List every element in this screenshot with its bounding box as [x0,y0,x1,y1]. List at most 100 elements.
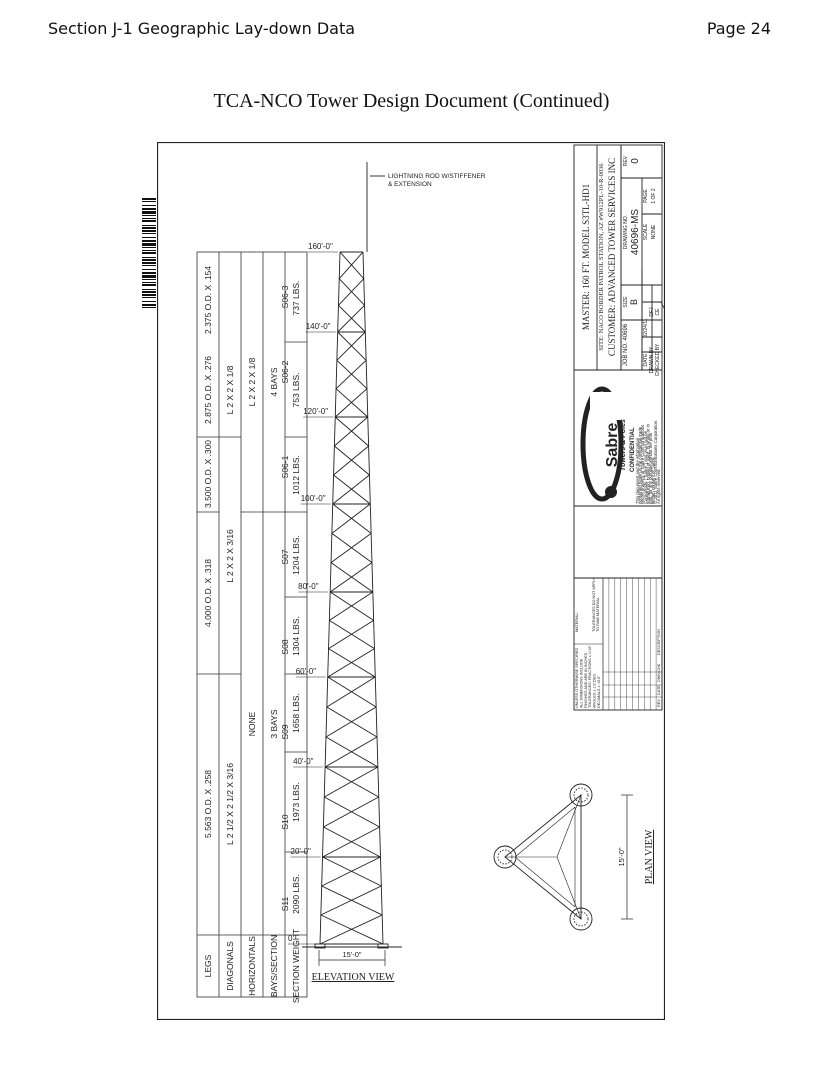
barcode-bar [142,307,156,308]
site-line: SITE: NACO BORDER PATROL STATION, AZ #W9… [598,163,605,351]
barcode-bar [142,291,156,293]
section-label: S06-1 [280,455,290,478]
title-block: MASTER: 160 FT. MODEL S3TL-HD1 SITE: NAC… [573,144,665,711]
barcode-bar [142,205,156,206]
logo-name: Sabre [604,423,621,468]
confidential-line: Corporation ("Sabre") and must not be [643,430,648,504]
weight-cell: 1304 LBS. [291,616,301,656]
checked-by-value: CE [655,308,661,316]
drawing-no: 40696-MS [630,209,641,255]
schedule-table: LEGS DIAGONALS HORIZONTALS BAYS/SECTION … [196,251,308,1003]
legs-cell: 4.000 O.D. X .318 [203,559,213,627]
tower-diagonal [334,445,370,476]
weight-cell: 1012 LBS. [291,455,301,495]
tower-diagonal [336,331,366,361]
rev-col: REV [657,699,661,707]
elevation-label: 140'-0" [306,322,331,331]
barcode-bar [142,240,156,242]
barcode-bar [142,259,156,261]
confidential-title: CONFIDENTIAL [630,427,636,472]
barcode-bar [142,218,156,219]
legs-cell: 2.375 O.D. X .154 [203,266,213,334]
weight-cell: 753 LBS. [291,373,301,408]
section-label: S06-3 [280,285,290,308]
size-label: SIZE [623,296,629,308]
tolerance-line: ALL DIMENSIONS INCLUDE [579,658,583,708]
section-header: Section J-1 Geographic Lay-down Data [48,19,356,38]
lightning-rod-note: & EXTENSION [388,181,432,188]
scale-label: SCALE [643,223,649,240]
section-label: S08 [280,639,290,654]
checked-by-label: CHECKED BY [655,343,661,376]
tower-diagonal [329,591,374,621]
tower-diagonal [339,251,365,279]
barcode-bar [142,272,156,274]
barcode-bar [142,237,156,238]
barcode-bar [142,208,156,210]
section-label: S07 [280,549,290,564]
section-labels: S11 S10 S09 S08 S07 S06-1 S06-2 S06-3 [280,285,290,911]
barcode-bar [142,247,156,248]
tower-diagonal [322,856,382,887]
rev-label: REV [623,155,629,166]
confidential-line: written consent of Sabre. [651,456,656,504]
elevation-label: 40'-0" [293,757,314,766]
confidential-line: All rights reserved. [656,468,661,504]
page-label: PAGE [643,189,649,203]
tower-diagonal [334,416,369,447]
barcode-bar [142,282,156,283]
lightning-rod [366,162,385,252]
barcode-bar [142,220,156,222]
barcode-bar [142,284,156,286]
material-label: MATERIAL: [575,612,579,632]
tolerance-note: TOLERANCES DO NOT APPLY [592,577,596,632]
confidential-line: reproduced, copied or used, in whole or … [645,423,650,504]
weight-cell: 1658 LBS. [291,693,301,733]
barcode-bar [142,243,156,246]
tower-diagonal [337,331,367,361]
barcode-bar [142,215,156,216]
tower-foundation [314,943,326,949]
tolerance-line: ANGLES ± 1/2 DEG. [593,673,597,708]
sabre-logo: Sabre Towers & Poles [580,386,630,502]
barcode-bar [142,262,156,264]
tolerance-line: FINISHES AND ARE IN INCHES [584,652,588,708]
size-value: B [629,299,639,305]
barcode-bar [142,225,156,226]
confidential-notice: CONFIDENTIAL This document and the infor… [630,420,661,504]
tower-diagonal [329,619,375,650]
tower-diagonal [335,388,369,418]
barcode-bar [142,211,156,214]
lightning-rod-note: LIGHTNING ROD W/STIFFENER [388,173,486,180]
page-number: Page 24 [706,19,771,38]
master-line: MASTER: 160 FT. MODEL S3TL-HD1 [581,184,591,330]
tower-diagonal [338,278,365,306]
tower-diagonal [333,445,369,476]
tower-diagonal [325,736,379,768]
bays-cell: 4 BAYS [269,367,279,396]
rev-col: DWN/CHK [657,663,661,682]
barcode-bar [142,198,156,200]
checkmark-icon [660,301,665,311]
tower-diagonal [327,676,377,708]
row-label-legs: LEGS [203,954,213,977]
plan-dimension-label: 15'-0" [617,847,626,866]
elevation-label: 120'-0" [303,407,328,416]
rev-value: 0 [630,158,641,164]
rev-col: DESCRIPTION [657,629,661,655]
bays-cell: 3 BAYS [269,709,279,738]
row-label-bays: BAYS/SECTION [269,935,279,997]
diagonals-cell: L 2 X 2 X 3/16 [225,529,235,583]
section-label: S11 [280,896,290,911]
tolerance-note: TO RAW MATERIAL [596,597,600,632]
confidential-line: This document and the information [635,437,640,504]
tower-leg [319,251,341,945]
row-label-weight: SECTION WEIGHT [291,929,301,1003]
barcode-bar [142,233,156,234]
tower-diagonal [338,251,364,279]
tower-diagonal [332,474,370,505]
elevation-labels: 0'20'-0"40'-0"60'-0"80'-0"100'-0"120'-0"… [288,242,338,945]
barcode-bar [142,230,156,232]
weight-cell: 1204 LBS. [291,535,301,575]
weight-cell: 1973 LBS. [291,782,301,822]
